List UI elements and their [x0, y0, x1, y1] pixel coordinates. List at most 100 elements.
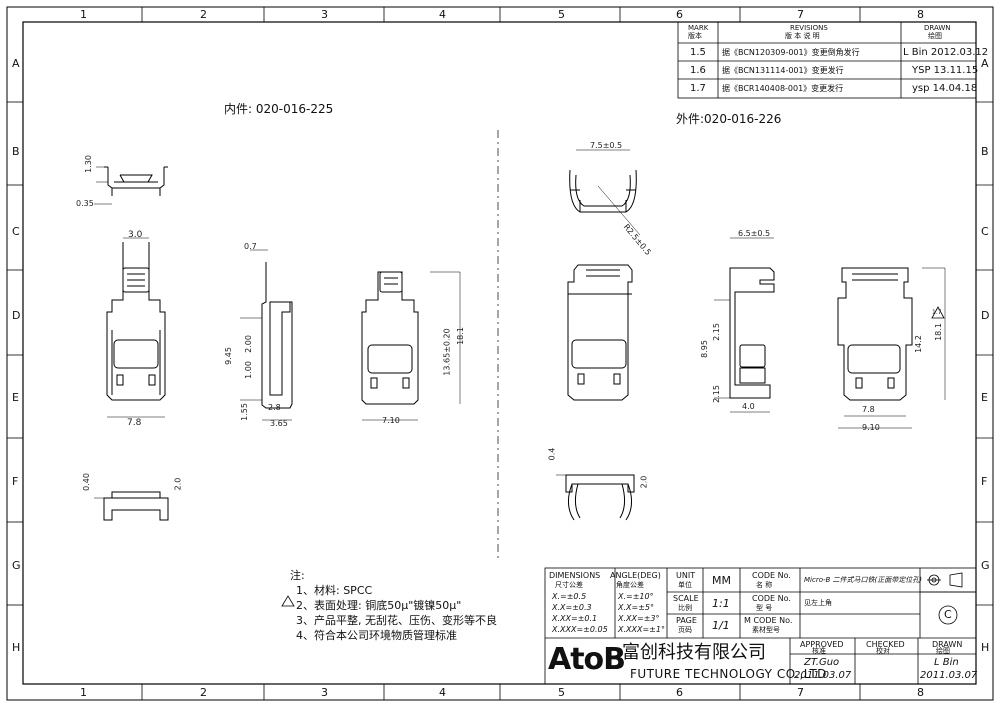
tb-code-cn: 型 号 — [756, 604, 773, 612]
tb-name-cn: 名 称 — [756, 581, 773, 589]
rev-header-mark-en: MARK — [688, 24, 709, 32]
rev-row-3-drawn: ysp 14.04.18 — [912, 83, 978, 94]
dim-1-55: 1.55 — [239, 403, 249, 421]
company-logo: AtoB — [548, 642, 626, 677]
dim-18-1-inner: 18.1 — [455, 327, 465, 345]
tb-drawn-en: DRAWN — [932, 640, 963, 649]
row-label-b-left: B — [12, 145, 20, 158]
dim-1-00: 1.00 — [243, 361, 253, 379]
col-label-2-bottom: 2 — [200, 686, 207, 699]
inner-bottom-view — [94, 491, 169, 521]
rev-header-mark-cn: 版本 — [688, 32, 702, 40]
inner-front-view — [106, 237, 166, 418]
tb-name-value: Micro-B 二件式马口铁(正面带定位孔) — [804, 576, 923, 584]
tb-scale-cn: 比例 — [678, 604, 692, 612]
dim-9-45: 9.45 — [223, 347, 233, 365]
outer-bottom-view — [556, 474, 635, 521]
tb-dims-cn: 尺寸公差 — [555, 581, 583, 589]
tb-unit-value: MM — [712, 574, 731, 587]
dim-13-65: 13.65±0.20 — [442, 328, 452, 376]
tb-scale-value: 1:1 — [712, 597, 730, 610]
col-label-3-bottom: 3 — [321, 686, 328, 699]
tb-scale-en: SCALE — [673, 594, 699, 603]
outer-side-view — [714, 237, 775, 413]
rev-header-drawn-cn: 绘图 — [928, 32, 942, 40]
tb-approved-en: APPROVED — [800, 640, 844, 649]
column-ticks — [7, 7, 993, 700]
rev-header-drawn-en: DRAWN — [924, 24, 951, 32]
col-label-5-top: 5 — [558, 8, 565, 21]
tb-name-en: CODE No. — [752, 571, 791, 580]
inner-part-label: 内件: 020-016-225 — [224, 102, 334, 116]
copyright-circle-icon — [938, 605, 958, 625]
dim-1-30: 1.30 — [83, 155, 93, 173]
col-label-2-top: 2 — [200, 8, 207, 21]
outer-rear-view — [837, 267, 946, 429]
row-label-f-right: F — [981, 475, 988, 488]
note-3: 3、产品平整, 无刮花、压伤、变形等不良 — [296, 614, 497, 627]
rev-row-1-drawn: L Bin 2012.03.12 — [903, 47, 989, 58]
rev-header-rev-en: REVISIONS — [790, 24, 828, 32]
note-4: 4、符合本公司环境物质管理标准 — [296, 629, 457, 642]
rev-row-3-mark: 1.7 — [690, 83, 706, 94]
tb-angle-cn: 角度公差 — [616, 581, 644, 589]
row-label-d-right: D — [981, 309, 990, 322]
tb-page-value: 1/1 — [712, 619, 730, 632]
notes-title: 注: — [290, 569, 305, 582]
row-label-c-right: C — [981, 225, 989, 238]
dim-0-40: 0.40 — [81, 473, 91, 491]
rev-row-3-desc: 据《BCR140408-001》变更发行 — [722, 84, 844, 93]
dim-18-1-outer: 18.1 — [933, 323, 943, 341]
projection-symbol-icon — [927, 572, 963, 588]
dim-8-95: 8.95 — [699, 340, 709, 358]
dim-14-2: 14.2 — [913, 335, 923, 353]
dim-2-00: 2.00 — [243, 335, 253, 353]
tb-tol-lin-1: X.=±0.5 — [552, 592, 587, 601]
revision-triangles — [281, 306, 945, 607]
tb-checked-en: CHECKED — [866, 640, 905, 649]
dim-0-7: 0.7 — [244, 242, 257, 251]
tb-unit-en: UNIT — [676, 571, 696, 580]
dim-2-15-a: 2.15 — [711, 323, 721, 341]
col-label-6-top: 6 — [676, 8, 683, 21]
col-label-8-top: 8 — [917, 8, 924, 21]
row-label-b-right: B — [981, 145, 989, 158]
dim-7-5: 7.5±0.5 — [590, 141, 623, 150]
dim-6-5: 6.5±0.5 — [738, 229, 771, 238]
rev-row-2-drawn: YSP 13.11.15 — [912, 65, 979, 76]
title-block-grid — [544, 567, 977, 685]
row-label-a-left: A — [12, 57, 20, 70]
triangle-1-7-label: 1.7 — [932, 309, 942, 316]
rev-row-2-desc: 据《BCN131114-001》变更发行 — [722, 66, 844, 75]
inner-side-view — [240, 249, 293, 421]
revisions-table — [677, 21, 977, 99]
col-label-1-top: 1 — [80, 8, 87, 21]
dim-7-8-inner: 7.8 — [127, 418, 142, 428]
inner-rear-view — [361, 271, 461, 421]
row-label-f-left: F — [12, 475, 19, 488]
tb-drawn-name: L Bin — [934, 657, 959, 668]
rev-header-rev-cn: 版 本 说 明 — [785, 32, 820, 40]
outer-front-view — [567, 264, 633, 401]
row-label-c-left: C — [12, 225, 20, 238]
col-label-1-bottom: 1 — [80, 686, 87, 699]
tb-tol-lin-3: X.XX=±0.1 — [552, 614, 598, 623]
tb-code-value: 见左上角 — [804, 599, 832, 607]
col-label-7-bottom: 7 — [797, 686, 804, 699]
company-name-en: FUTURE TECHNOLOGY CO.,LTD — [630, 667, 827, 681]
tb-approved-cn: 核准 — [812, 647, 826, 655]
dim-7-10: 7.10 — [382, 416, 400, 425]
col-label-5-bottom: 5 — [558, 686, 565, 699]
tb-page-en: PAGE — [676, 616, 697, 625]
tb-tol-lin-2: X.X=±0.3 — [552, 603, 592, 612]
tb-angle-en: ANGLE(DEG) — [610, 571, 661, 580]
tb-page-cn: 页码 — [678, 626, 692, 634]
rev-row-1-desc: 据《BCN120309-001》变更倒角发行 — [722, 48, 860, 57]
tb-approved-name: ZT.Guo — [804, 657, 840, 668]
tb-tol-ang-1: X.=±10° — [618, 592, 654, 601]
tb-code-en: CODE No. — [752, 594, 791, 603]
outer-part-label: 外件:020-016-226 — [676, 112, 782, 126]
col-label-6-bottom: 6 — [676, 686, 683, 699]
tb-tol-lin-4: X.XXX=±0.05 — [552, 625, 608, 634]
